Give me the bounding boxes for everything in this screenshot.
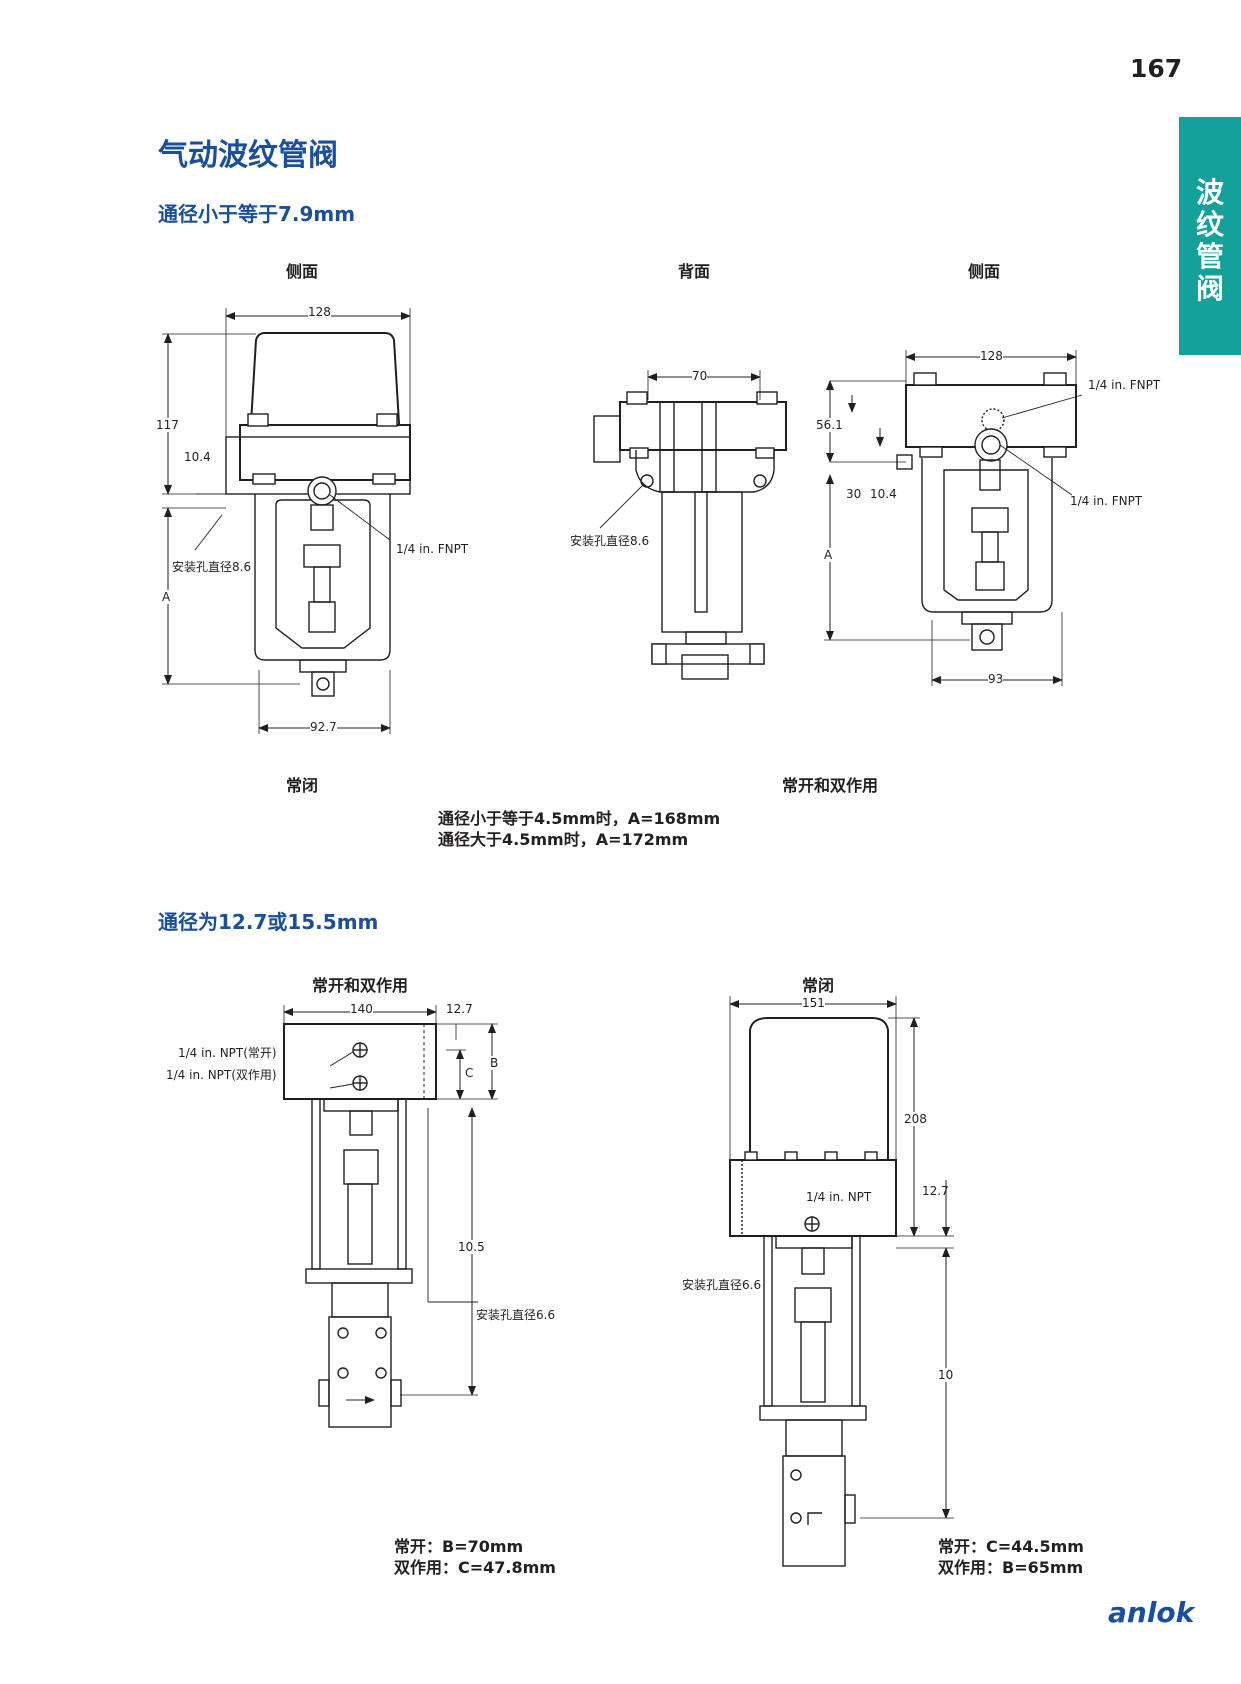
drawing-side-left bbox=[225, 332, 411, 697]
drawing-back bbox=[593, 391, 787, 680]
dim-base-left: 92.7 bbox=[310, 720, 337, 734]
port-label-large-right: 1/4 in. NPT bbox=[806, 1190, 872, 1204]
dim-height-left: 117 bbox=[156, 418, 179, 432]
mount-hole-label-large-left: 安装孔直径6.6 bbox=[476, 1308, 556, 1322]
note-line: 常开：B=70mm bbox=[394, 1537, 524, 1556]
section-heading-large-bore: 通径为12.7或15.5mm bbox=[158, 910, 379, 934]
dim-width-right: 128 bbox=[980, 349, 1003, 363]
dim-b-large-left: B bbox=[490, 1056, 499, 1070]
note-line: 双作用：C=47.8mm bbox=[394, 1558, 556, 1577]
view-label-large-right: 常闭 bbox=[802, 976, 835, 995]
side-tab-char: 管 bbox=[1195, 240, 1224, 273]
dimension-notes-large-right: 常开：C=44.5mm 双作用：B=65mm bbox=[938, 1536, 1084, 1578]
dim-side-large-left: 12.7 bbox=[446, 1002, 473, 1016]
note-line: 双作用：B=65mm bbox=[938, 1558, 1084, 1577]
port-label-right-top: 1/4 in. FNPT bbox=[1088, 378, 1161, 392]
dim-a-right: A bbox=[824, 548, 833, 562]
caption-normally-closed: 常闭 bbox=[286, 776, 319, 795]
dim-127-large-right: 12.7 bbox=[922, 1184, 949, 1198]
view-label-side-left: 侧面 bbox=[286, 262, 319, 281]
dimension-notes-large-left: 常开：B=70mm 双作用：C=47.8mm bbox=[394, 1536, 556, 1578]
caption-normally-open-double: 常开和双作用 bbox=[782, 776, 879, 795]
side-tab-char: 阀 bbox=[1195, 272, 1224, 305]
note-line: 通径大于4.5mm时，A=172mm bbox=[438, 830, 689, 849]
drawing-large-left bbox=[283, 1023, 437, 1428]
dim-c-large-left: C bbox=[465, 1066, 474, 1080]
drawing-large-right bbox=[729, 1017, 897, 1567]
side-tab-char: 纹 bbox=[1195, 208, 1224, 241]
drawing-side-right bbox=[896, 372, 1077, 651]
port-label-double-acting: 1/4 in. NPT(双作用) bbox=[166, 1068, 277, 1082]
port-label-right-bottom: 1/4 in. FNPT bbox=[1070, 494, 1143, 508]
dim-width-large-left: 140 bbox=[350, 1002, 373, 1016]
page-number: 167 bbox=[1130, 54, 1183, 83]
dimension-notes-a: 通径小于等于4.5mm时，A=168mm 通径大于4.5mm时，A=172mm bbox=[438, 808, 720, 850]
dim-width-large-right: 151 bbox=[802, 996, 825, 1010]
dim-208-large-right: 208 bbox=[904, 1112, 927, 1126]
side-tab: 波 纹 管 阀 bbox=[1179, 117, 1241, 355]
section-heading-small-bore: 通径小于等于7.9mm bbox=[158, 202, 356, 226]
dim-104-right: 10.4 bbox=[870, 487, 897, 501]
note-line: 常开：C=44.5mm bbox=[938, 1537, 1084, 1556]
dim-a-left: A bbox=[162, 590, 171, 604]
page-title: 气动波纹管阀 bbox=[158, 138, 338, 173]
dim-width-back: 70 bbox=[692, 369, 708, 383]
dim-30-right: 30 bbox=[846, 487, 862, 501]
mount-hole-label-left: 安装孔直径8.6 bbox=[172, 560, 252, 574]
dim-offset-left: 10.4 bbox=[184, 450, 211, 464]
mount-hole-label-back: 安装孔直径8.6 bbox=[570, 534, 650, 548]
brand-logo: anlok bbox=[1108, 1596, 1195, 1629]
view-label-back: 背面 bbox=[678, 262, 711, 281]
dim-width-left: 128 bbox=[308, 305, 331, 319]
dim-base-right: 93 bbox=[988, 672, 1004, 686]
dim-height-large-left: 10.5 bbox=[458, 1240, 485, 1254]
side-tab-char: 波 bbox=[1195, 176, 1224, 209]
view-label-side-right: 侧面 bbox=[968, 262, 1001, 281]
port-label-left: 1/4 in. FNPT bbox=[396, 542, 469, 556]
mount-hole-label-large-right: 安装孔直径6.6 bbox=[682, 1278, 762, 1292]
view-label-large-left: 常开和双作用 bbox=[312, 976, 409, 995]
port-label-normally-open: 1/4 in. NPT(常开) bbox=[178, 1046, 277, 1060]
dim-10-large-right: 10 bbox=[938, 1368, 954, 1382]
note-line: 通径小于等于4.5mm时，A=168mm bbox=[438, 809, 721, 828]
dim-h1-right: 56.1 bbox=[816, 418, 843, 432]
